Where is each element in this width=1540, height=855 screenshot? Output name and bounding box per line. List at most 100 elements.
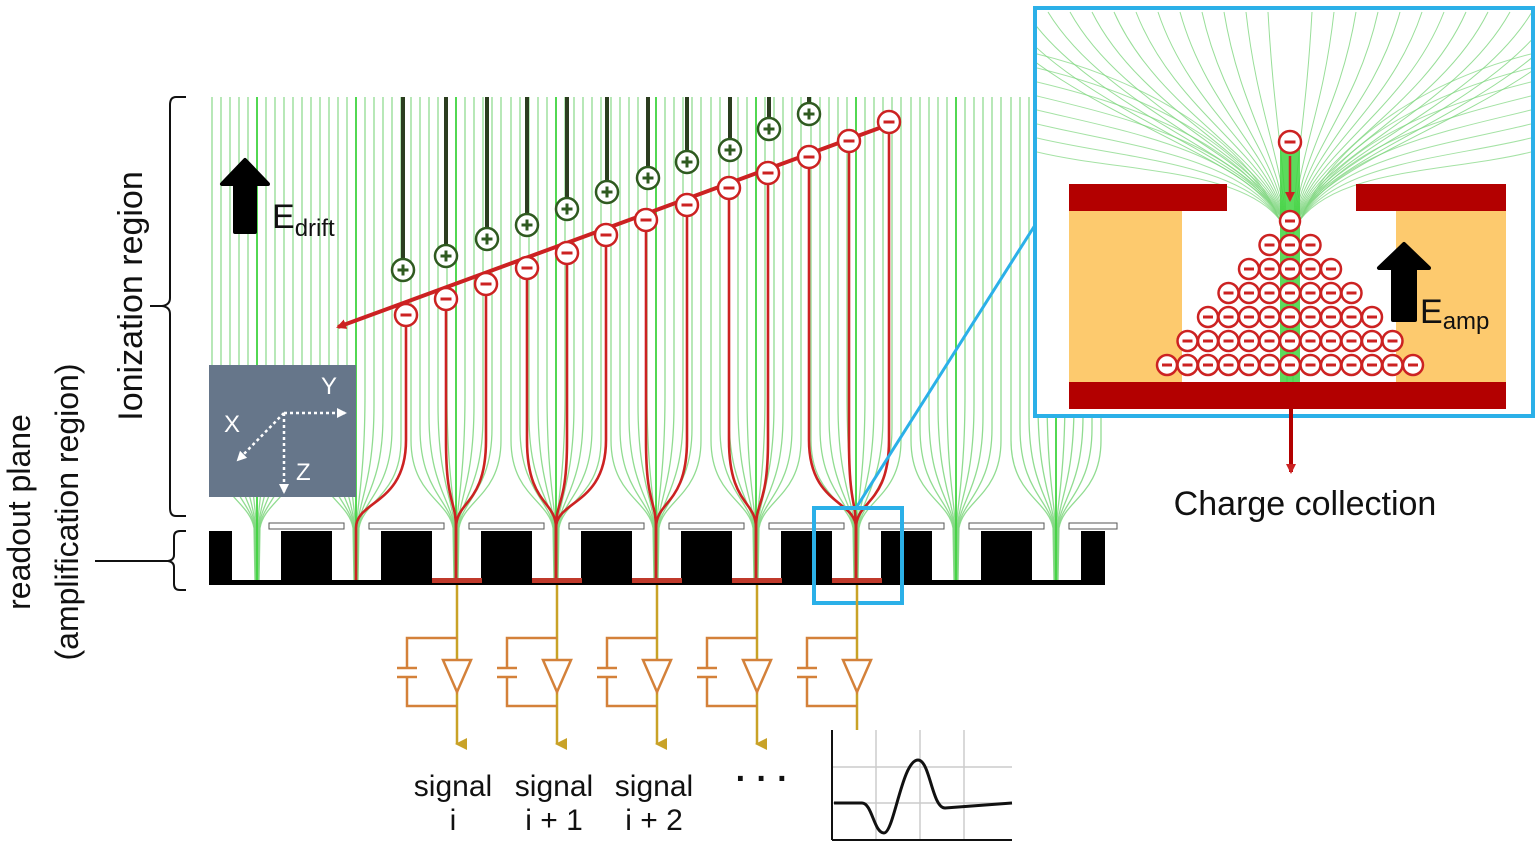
avalanche-electron: [1340, 329, 1363, 353]
mesh-segment: [568, 522, 645, 530]
field-line: [756, 97, 793, 583]
field-line: [456, 97, 484, 583]
e-amp-subscript: amp: [1443, 308, 1490, 335]
electron-path: [554, 247, 608, 582]
field-line: [757, 97, 802, 583]
field-line: [257, 97, 285, 583]
electron-charge: [796, 144, 822, 170]
ionization-bracket: [150, 96, 186, 517]
electrode-block: [581, 531, 632, 583]
electrode-block: [481, 531, 532, 583]
signal-label-i2-line1: signal: [615, 770, 693, 803]
e-amp-symbol: E: [1420, 293, 1443, 331]
field-line: [956, 97, 984, 583]
e-drift-indicator: Edrift: [220, 158, 335, 242]
field-line: [656, 97, 675, 583]
ion-charge: [717, 137, 743, 163]
field-line: [719, 97, 756, 583]
electron-charge: [554, 240, 580, 266]
inset-field-line: [1037, 109, 1281, 221]
electron-path: [854, 134, 891, 582]
electron-charge: [716, 175, 742, 201]
field-line: [1028, 97, 1056, 583]
inset-electrode-top-right: [1356, 184, 1506, 211]
field-line: [756, 97, 784, 583]
inset-field-line: [1037, 151, 1281, 221]
ellipsis: · · ·: [736, 760, 789, 798]
electron-charge: [755, 160, 781, 186]
inset-field-line: [1299, 137, 1531, 221]
field-line: [419, 97, 456, 583]
field-line: [619, 97, 656, 583]
field-line: [556, 97, 593, 583]
avalanche-electron: [1155, 353, 1179, 377]
avalanche-electron: [1258, 305, 1281, 329]
field-line: [428, 97, 456, 583]
ion-charge: [474, 226, 500, 252]
avalanche-electron: [1217, 353, 1240, 377]
electron-charge: [633, 207, 659, 233]
electron-path: [654, 217, 689, 582]
field-line: [856, 97, 884, 583]
electron-charge: [514, 255, 540, 281]
avalanche-electron: [1319, 305, 1343, 329]
electron-path: [454, 296, 488, 582]
field-line: [528, 97, 556, 583]
inset-field-line: [1037, 53, 1281, 221]
inset-field-line: [1037, 137, 1281, 221]
inset-field-line: [1299, 123, 1531, 221]
readout-pad: [732, 578, 782, 583]
avalanche-electron: [1319, 329, 1343, 353]
electrode-block: [681, 531, 732, 583]
electrode-block: [1081, 531, 1105, 583]
field-line: [656, 97, 684, 583]
avalanche-electron: [1340, 353, 1363, 377]
mesh-segment: [668, 522, 745, 530]
ion-charge: [554, 196, 580, 222]
field-line: [410, 97, 455, 583]
avalanche-electron: [1319, 353, 1343, 377]
avalanche-electron: [1258, 257, 1281, 281]
avalanche-electron: [1360, 305, 1384, 329]
mesh-segment: [468, 522, 545, 530]
avalanche-electron: [1237, 329, 1261, 353]
field-line: [857, 97, 902, 583]
electron-avalanche: [1155, 129, 1425, 377]
electrode-block: [281, 531, 332, 583]
ion-charge: [594, 179, 620, 205]
avalanche-electron: [1360, 329, 1384, 353]
field-line: [956, 97, 975, 583]
signal-label-i2-line2: i + 2: [625, 804, 683, 837]
ion-charges: [390, 101, 822, 283]
electron-charge: [593, 222, 619, 248]
field-line: [537, 97, 556, 583]
electrode-block: [381, 531, 432, 583]
inset-field-line: [1299, 53, 1531, 221]
field-line: [919, 97, 956, 583]
electron-charges: [393, 109, 902, 328]
field-line: [1056, 97, 1093, 583]
avalanche-electron: [1258, 329, 1281, 353]
field-line: [356, 97, 393, 583]
ion-charge: [635, 165, 661, 191]
avalanche-electron: [1237, 257, 1261, 281]
readout-pad: [532, 578, 582, 583]
field-line: [328, 97, 356, 583]
field-line: [457, 97, 502, 583]
avalanche-electron: [1299, 353, 1322, 377]
field-line: [1056, 97, 1084, 583]
avalanche-electron: [1299, 305, 1322, 329]
mesh-segment: [768, 522, 845, 530]
mesh-segment: [968, 522, 1045, 530]
electron-charge: [836, 128, 862, 154]
avalanche-electron: [1258, 281, 1281, 305]
avalanche-electron: [1176, 353, 1199, 377]
e-amp-indicator: Eamp: [1377, 242, 1490, 335]
field-line: [910, 97, 955, 583]
field-line: [610, 97, 655, 583]
ion-charge: [390, 257, 416, 283]
field-line: [1010, 97, 1055, 583]
avalanche-electron: [1319, 257, 1343, 281]
zoom-line-top: [854, 221, 1039, 509]
avalanche-electron: [1340, 281, 1363, 305]
